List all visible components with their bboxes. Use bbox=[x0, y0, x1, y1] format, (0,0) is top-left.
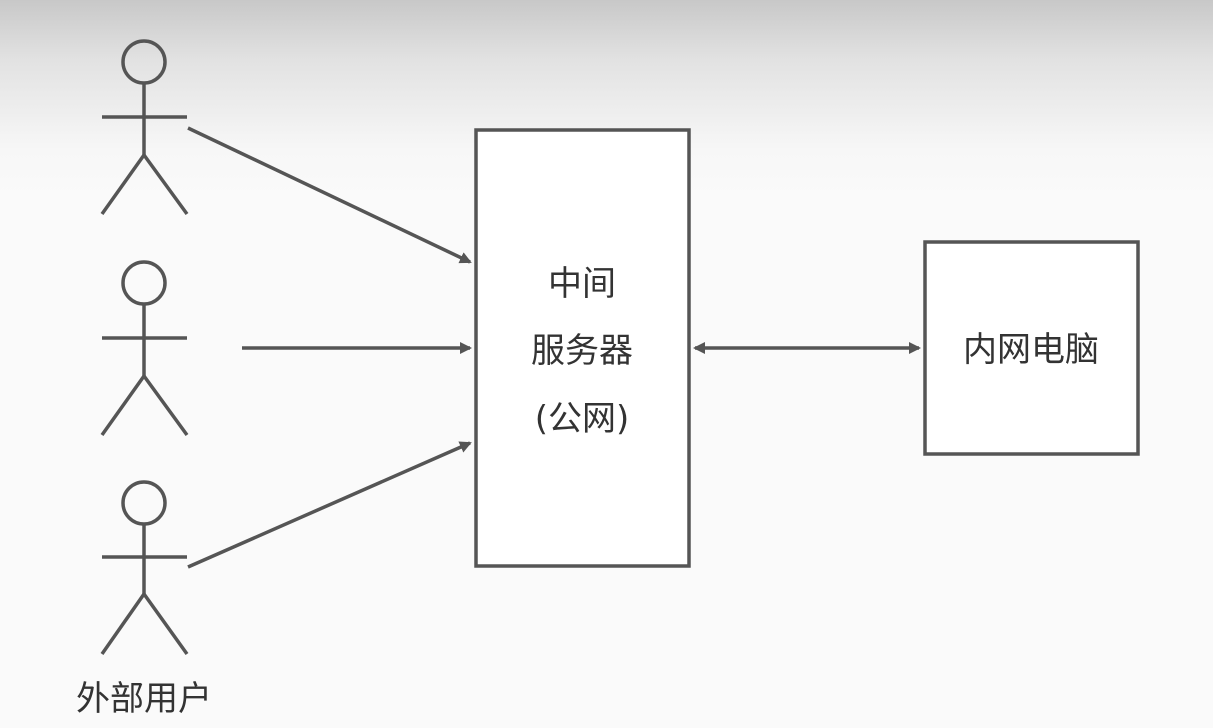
arrow-user3-to-server bbox=[187, 441, 472, 569]
server-label-line1: 中间 bbox=[548, 264, 616, 304]
server-label-line3: (公网) bbox=[535, 399, 630, 439]
middle-server-box bbox=[474, 128, 691, 568]
arrow-user1-to-server bbox=[187, 126, 472, 264]
server-label-line2: 服务器 bbox=[531, 331, 633, 371]
intranet-computer-label: 内网电脑 bbox=[963, 330, 1099, 370]
intranet-computer-box bbox=[923, 240, 1140, 456]
user-actor-icon bbox=[100, 260, 189, 437]
user-actor-icon bbox=[100, 480, 189, 656]
external-users-label: 外部用户 bbox=[76, 679, 212, 719]
user-actor-icon bbox=[100, 39, 189, 216]
